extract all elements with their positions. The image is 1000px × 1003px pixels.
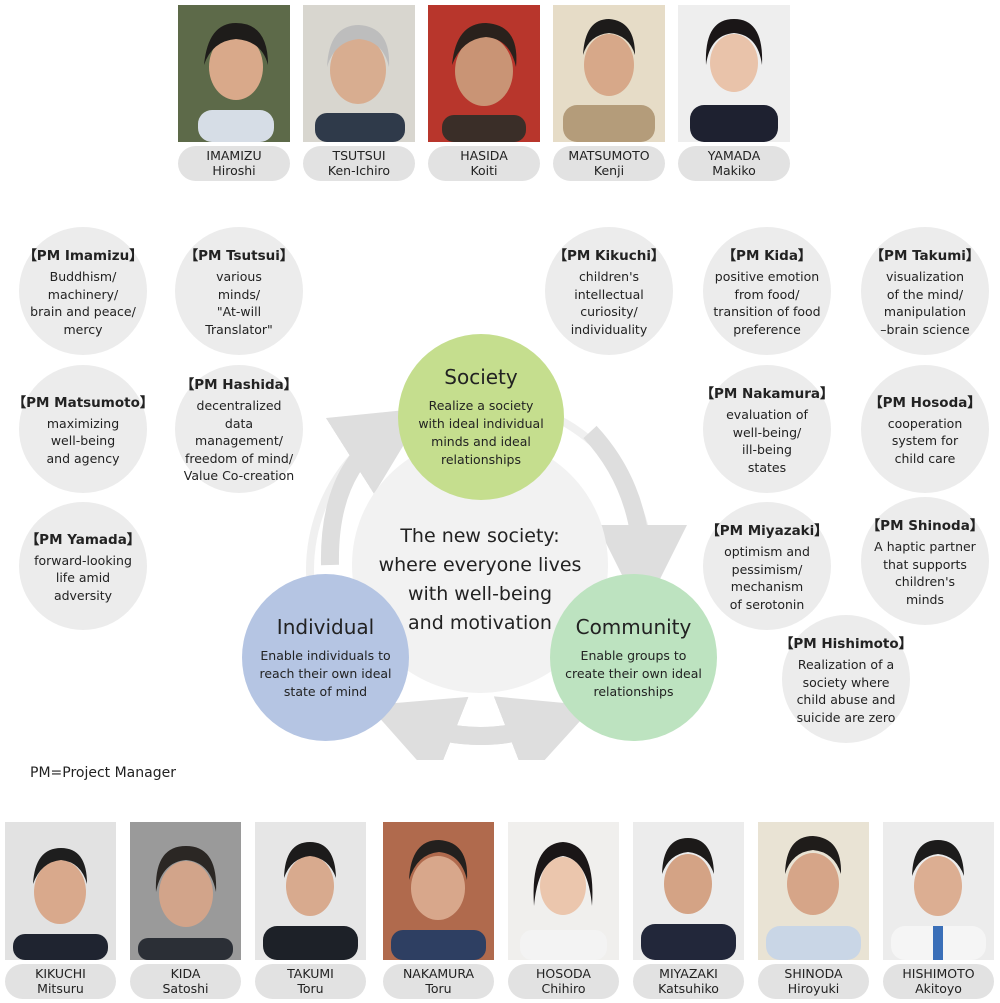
center-circle	[352, 437, 608, 693]
pm-bubble-yamada: 【PM Yamada】forward-looking life amid adv…	[19, 502, 147, 630]
person-photo-miyazaki	[633, 822, 744, 960]
individual-node: Individual Enable individuals to reach t…	[242, 574, 409, 741]
pm-bubble-hishimoto: 【PM Hishimoto】Realization of a society w…	[780, 615, 912, 743]
pm-legend-note: PM=Project Manager	[30, 765, 176, 781]
pm-bubble-takumi: 【PM Takumi】visualization of the mind/ ma…	[861, 227, 989, 355]
person-photo-hishimoto	[883, 822, 994, 960]
person-photo-imamizu	[178, 5, 290, 142]
person-photo-hosoda	[508, 822, 619, 960]
arrow-society-to-community	[583, 425, 687, 615]
person-photo-tsutsui	[303, 5, 415, 142]
person-photo-kida	[130, 822, 241, 960]
cycle-arrows	[306, 396, 687, 760]
pm-bubble-matsumoto: 【PM Matsumoto】maximizing well-being and …	[13, 365, 153, 493]
person-photo-nakamura	[383, 822, 494, 960]
pm-bubble-hosoda: 【PM Hosoda】cooperation system for child …	[861, 365, 989, 493]
society-node: Society Realize a society with ideal ind…	[398, 334, 564, 500]
pm-bubble-kikuchi: 【PM Kikuchi】children's intellectual curi…	[545, 227, 673, 355]
center-text: The new society: where everyone lives wi…	[378, 525, 582, 634]
pm-bubble-kida: 【PM Kida】positive emotion from food/ tra…	[703, 227, 831, 355]
pm-bubble-nakamura: 【PM Nakamura】evaluation of well-being/ i…	[701, 365, 834, 493]
pm-bubble-imamizu: 【PM Imamizu】Buddhism/ machinery/ brain a…	[19, 227, 147, 355]
pm-bubble-shinoda: 【PM Shinoda】A haptic partner that suppor…	[861, 497, 989, 625]
pm-bubble-miyazaki: 【PM Miyazaki】optimism and pessimism/ mec…	[703, 502, 831, 630]
arrow-community-to-individual	[368, 696, 556, 760]
arrow-individual-to-society	[320, 407, 427, 566]
person-photo-takumi	[255, 822, 366, 960]
person-photo-kikuchi	[5, 822, 116, 960]
pm-bubble-hashida: 【PM Hashida】decentralized data managemen…	[175, 365, 303, 493]
person-photo-hasida	[428, 5, 540, 142]
community-node: Community Enable groups to create their …	[550, 574, 717, 741]
person-photo-yamada	[678, 5, 790, 142]
pm-bubble-tsutsui: 【PM Tsutsui】various minds/ "At-will Tran…	[175, 227, 303, 355]
person-photo-matsumoto	[553, 5, 665, 142]
person-photo-shinoda	[758, 822, 869, 960]
